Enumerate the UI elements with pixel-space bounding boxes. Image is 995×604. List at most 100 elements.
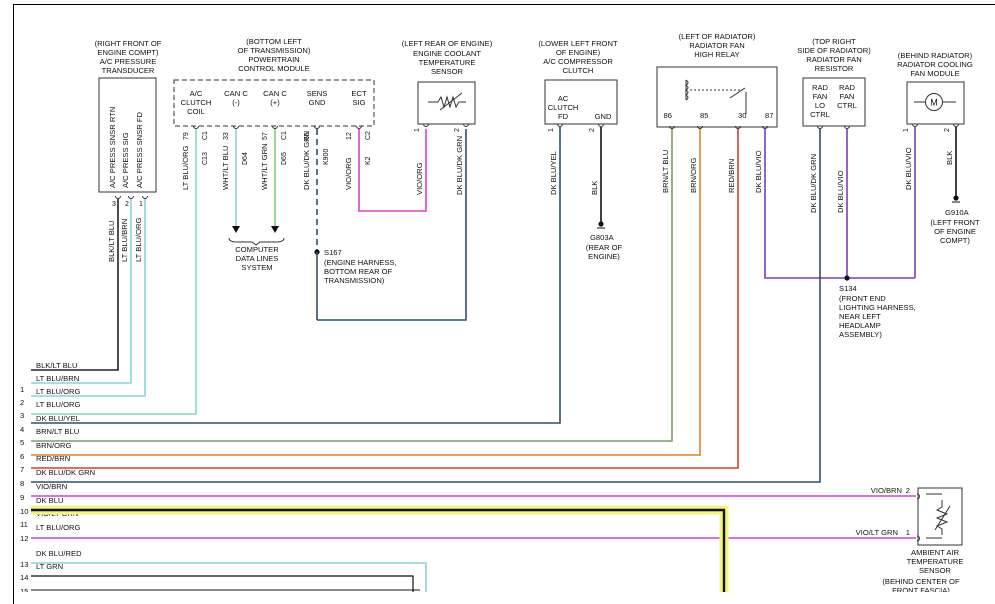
wire-lt-blu-org xyxy=(31,199,146,397)
relay-pin xyxy=(669,125,675,129)
harness-row-number: 14 xyxy=(20,573,28,582)
harness-row-number: 15 xyxy=(20,587,28,592)
s134-splice xyxy=(844,275,850,281)
ambient-location: (BEHIND CENTER OF xyxy=(882,577,960,586)
transducer-pin-number: 1 xyxy=(139,201,143,208)
relay-pin xyxy=(697,125,703,129)
harness-wire-label: DK BLU/DK GRN xyxy=(36,468,95,477)
harness-row-number: 1 xyxy=(20,385,24,394)
relay-name: HIGH RELAY xyxy=(694,50,739,59)
wire-red-brn xyxy=(31,129,739,469)
data-lines-label: DATA LINES xyxy=(236,254,279,263)
relay-coil xyxy=(685,79,689,101)
ect-pin-number: 2 xyxy=(454,128,461,132)
ect-name: ENGINE COOLANT xyxy=(413,49,481,58)
relay-pin-number: 86 xyxy=(664,111,672,120)
pcm-pin-label: SIG xyxy=(352,98,365,107)
data-lines-label: COMPUTER xyxy=(235,245,279,254)
wire-highlight xyxy=(31,505,729,592)
clutch-pin-number: 2 xyxy=(589,128,596,132)
wire-dk-blu xyxy=(31,508,726,592)
fan-pin xyxy=(953,123,959,127)
ambient-pin-number: 1 xyxy=(906,528,910,537)
clutch-pin xyxy=(598,123,604,127)
harness-wire-label: BRN/LT BLU xyxy=(36,427,79,436)
s167-desc: TRANSMISSION) xyxy=(324,276,385,285)
relay-wire-label: RED/BRN xyxy=(727,159,736,193)
transducer-wire-label: LT BLU/BRN xyxy=(120,219,129,262)
harness-row-number: 2 xyxy=(20,398,24,407)
thermistor-icon xyxy=(439,92,463,111)
ambient-wire-label: VIO/LT GRN xyxy=(856,528,898,537)
relay-location: (LEFT OF RADIATOR) xyxy=(679,32,756,41)
transducer-pin xyxy=(115,195,121,199)
pcm-pin-label: GND xyxy=(309,98,326,107)
resistor-location: (TOP RIGHT xyxy=(812,37,856,46)
harness-wire-label: DK BLU/RED xyxy=(36,549,82,558)
pcm-name: POWERTRAIN xyxy=(248,55,299,64)
pcm-wire-label: DK BLU/DK GRN xyxy=(302,131,311,190)
wire-lt-blu-org-bottom xyxy=(31,562,427,592)
pcm-pin-number: 33 xyxy=(223,132,230,140)
transducer-box xyxy=(98,77,157,193)
pcm-pin-number: 66 xyxy=(304,132,311,140)
transducer-pin xyxy=(142,195,148,199)
relay-box xyxy=(656,66,778,128)
resistor-pin-label: CTRL xyxy=(837,101,857,110)
relay-pin-number: 85 xyxy=(700,111,708,120)
clutch-location: (LOWER LEFT FRONT xyxy=(538,39,618,48)
fan-wire-label: DK BLU/VIO xyxy=(904,147,913,190)
data-lines-label: SYSTEM xyxy=(241,263,272,272)
transducer-pin-number: 2 xyxy=(125,201,129,208)
relay-wire-label: DK BLU/VIO xyxy=(754,150,763,193)
g910a-desc: OF ENGINE xyxy=(934,227,976,236)
ect-pin xyxy=(463,123,469,127)
ect-wire-label: VIO/ORG xyxy=(415,162,424,195)
clutch-pin-label: AC xyxy=(558,94,569,103)
transducer-pin-label: A/C PRESS SNSR RTN xyxy=(108,107,117,188)
wire-dk-blu-yel xyxy=(31,127,561,424)
fan-pin-number: 1 xyxy=(903,128,910,132)
pcm-circuit: D64 xyxy=(242,152,249,165)
harness-wire-label: LT BLU/ORG xyxy=(36,523,81,532)
resistor-pin-label: CTRL xyxy=(810,110,830,119)
ect-name: SENSOR xyxy=(431,67,464,76)
harness-row-number: 3 xyxy=(20,411,24,420)
pcm-wire-label: VIO/ORG xyxy=(344,157,353,190)
g910a-desc: (LEFT FRONT xyxy=(930,218,980,227)
pcm-pin-label: COIL xyxy=(187,107,205,116)
clutch-pin-number: 1 xyxy=(548,128,555,132)
fan-pin xyxy=(912,123,918,127)
resistor-pin-label: RAD xyxy=(812,83,829,92)
pcm-circuit: D65 xyxy=(281,152,288,165)
g803a-label: G803A xyxy=(590,233,615,242)
harness-wire-label: DK BLU/YEL xyxy=(36,414,80,423)
ect-name: TEMPERATURE xyxy=(419,58,476,67)
wire-brn-org xyxy=(31,129,701,456)
transducer-pin xyxy=(128,195,134,199)
ambient-pin xyxy=(916,535,920,542)
pcm-pin-label: (-) xyxy=(232,98,240,107)
pcm-pin-number: 12 xyxy=(346,132,353,140)
s167-desc: (ENGINE HARNESS, xyxy=(324,258,397,267)
s134-desc: HEADLAMP xyxy=(839,321,881,330)
can-arrow xyxy=(232,226,240,233)
harness-wire-label: LT GRN xyxy=(36,562,63,571)
fan-pin-number: 2 xyxy=(944,128,951,132)
harness-wire-label: BRN/ORG xyxy=(36,441,72,450)
can-arrow xyxy=(271,226,279,233)
harness-row-number: 13 xyxy=(20,560,28,569)
ambient-wire-label: VIO/BRN xyxy=(871,486,902,495)
resistor-name: RADIATOR FAN xyxy=(806,55,861,64)
wire-brn-lt-blu xyxy=(31,129,673,442)
pcm-pin xyxy=(233,125,239,129)
pcm-pin-label: ECT xyxy=(351,89,367,98)
ambient-pin xyxy=(916,493,920,500)
g910a-label: G910A xyxy=(945,208,970,217)
harness-wire-label: BLK/LT BLU xyxy=(36,361,78,370)
pcm-connector: C2 xyxy=(365,131,372,140)
g910a-ground xyxy=(953,195,959,201)
clutch-pin-label: GND xyxy=(595,112,612,121)
transducer-name: TRANSDUCER xyxy=(102,66,155,75)
